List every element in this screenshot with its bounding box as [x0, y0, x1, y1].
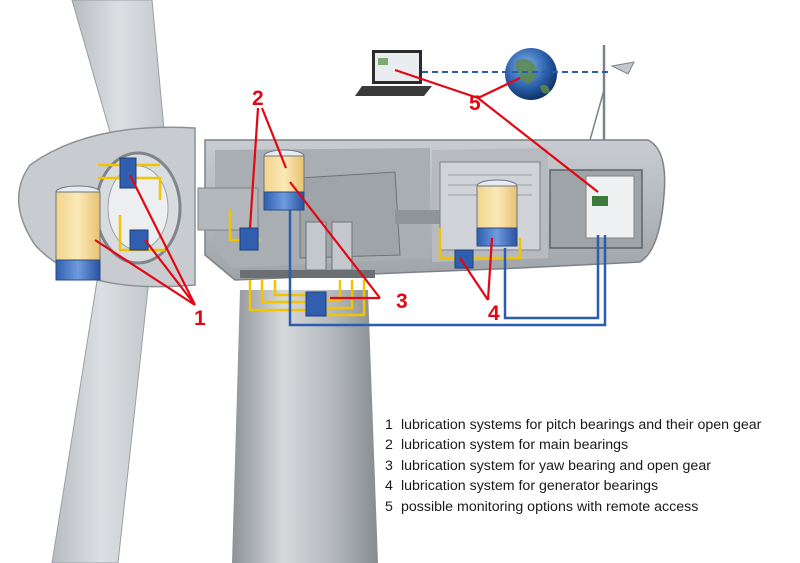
legend-number: 5	[385, 498, 393, 515]
legend-item: 1 lubrication systems for pitch bearings …	[385, 415, 795, 435]
pitch-distributor-bottom	[129, 229, 149, 251]
yaw-bearing-ring	[240, 270, 375, 278]
legend-number: 2	[385, 437, 393, 454]
legend-item: 2 lubrication system for main bearings	[385, 435, 795, 455]
legend-number: 3	[385, 457, 393, 474]
main-bearing-distributor	[239, 227, 259, 251]
pitch-pump-left	[55, 185, 101, 281]
legend-number: 1	[385, 417, 393, 433]
globe-icon	[505, 48, 557, 100]
rotor-shaft	[197, 187, 259, 231]
legend-text: possible monitoring options with remote …	[401, 498, 699, 515]
generator-pump	[476, 179, 518, 247]
legend-text: lubrication systems for pitch bearings a…	[401, 417, 762, 433]
coupling-shaft	[395, 210, 440, 224]
callout-1: 1	[194, 307, 206, 330]
blade-bottom	[51, 261, 151, 563]
callout-2: 2	[252, 87, 264, 110]
main-bearing-pump	[263, 149, 305, 211]
signal-lines	[288, 210, 607, 327]
legend-number: 4	[385, 478, 393, 495]
generator-distributor	[454, 249, 474, 269]
legend-text: lubrication system for main bearings	[401, 437, 629, 454]
callout-3: 3	[396, 290, 408, 313]
tower	[232, 290, 378, 563]
legend-item: 3 lubrication system for yaw bearing and …	[385, 456, 795, 476]
yaw-drive-left	[305, 221, 327, 271]
weather-mast-icon	[589, 45, 635, 141]
legend-item: 4 lubrication system for generator bearin…	[385, 476, 795, 496]
yaw-distributor	[305, 291, 327, 317]
legend-item: 5 possible monitoring options with remote…	[385, 497, 795, 517]
laptop-icon	[355, 50, 432, 96]
legend: 1 lubrication systems for pitch bearings …	[385, 415, 795, 517]
yaw-drive-right	[331, 221, 353, 271]
legend-text: lubrication system for generator bearing…	[401, 478, 659, 495]
callout-4: 4	[488, 302, 500, 325]
callout-5: 5	[469, 92, 481, 115]
callout-lines	[94, 68, 599, 306]
legend-text: lubrication system for yaw bearing and o…	[401, 457, 711, 474]
cabinet-display	[592, 196, 608, 206]
cabinet-panel	[585, 175, 635, 239]
